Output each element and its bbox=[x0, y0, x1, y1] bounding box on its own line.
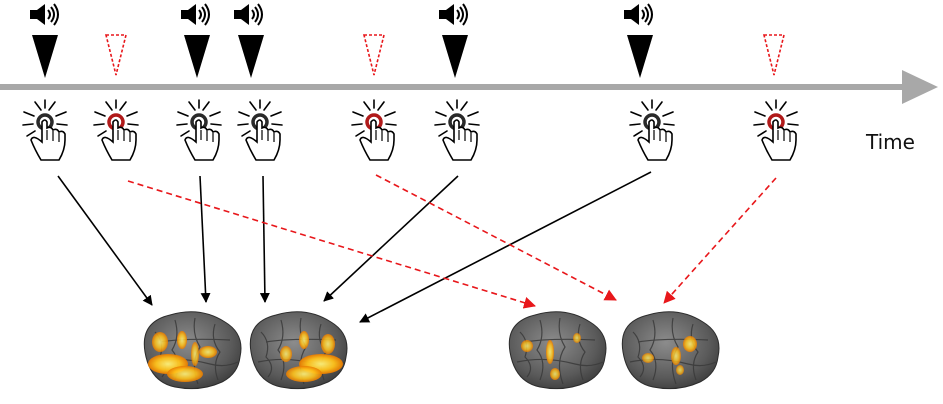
sound-arrow bbox=[57, 175, 153, 306]
sound-arrow bbox=[359, 171, 652, 323]
timeline-arrow bbox=[0, 70, 938, 104]
sound-arrow bbox=[259, 175, 270, 303]
brain-activation-map bbox=[621, 311, 720, 390]
tap-hand-icon bbox=[237, 99, 283, 161]
brain-activation-map bbox=[508, 311, 607, 390]
silent-marker-triangle bbox=[362, 34, 386, 76]
sound-marker-triangle bbox=[442, 35, 468, 78]
tap-hand-icon bbox=[93, 99, 139, 161]
silent-marker-triangle bbox=[762, 34, 786, 76]
silent-arrow bbox=[127, 180, 536, 309]
sound-arrow bbox=[199, 175, 211, 303]
sound-marker-triangle bbox=[184, 35, 210, 78]
tap-hand-icon bbox=[351, 99, 397, 161]
sound-arrow bbox=[323, 175, 459, 302]
sound-marker-triangle bbox=[627, 35, 653, 78]
speaker-icon bbox=[181, 3, 210, 26]
sound-marker-triangle bbox=[238, 35, 264, 78]
tap-hand-icon bbox=[176, 99, 222, 161]
speaker-icon bbox=[30, 3, 59, 26]
tap-hand-icon bbox=[753, 99, 799, 161]
speaker-icon bbox=[624, 3, 653, 26]
silent-arrow bbox=[375, 174, 617, 301]
sound-marker-triangle bbox=[32, 35, 58, 78]
silent-arrow bbox=[663, 177, 777, 304]
time-axis-label: Time bbox=[866, 130, 915, 154]
speaker-icon bbox=[439, 3, 468, 26]
tap-hand-icon bbox=[629, 99, 675, 161]
brain-activation-map bbox=[249, 311, 348, 390]
tap-hand-icon bbox=[434, 99, 480, 161]
brain-activation-map bbox=[143, 311, 242, 390]
silent-marker-triangle bbox=[104, 34, 128, 76]
tap-hand-icon bbox=[22, 99, 68, 161]
speaker-icon bbox=[234, 3, 263, 26]
